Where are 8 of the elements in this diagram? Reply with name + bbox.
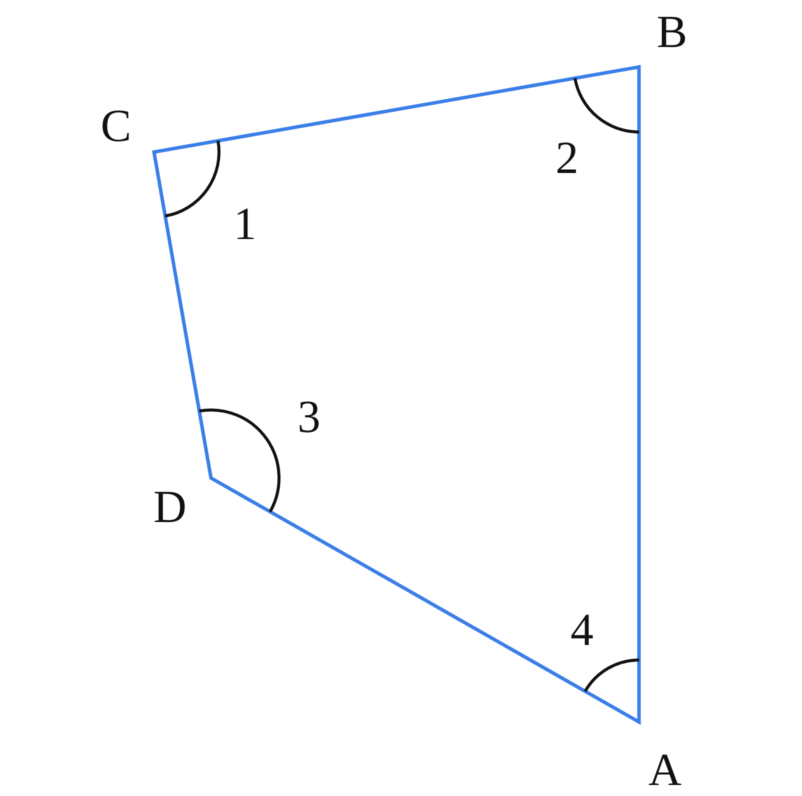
- vertex-label: C: [100, 103, 132, 149]
- angle-number: 4: [570, 607, 594, 653]
- vertex-label: B: [656, 9, 688, 55]
- angle-number: 1: [234, 201, 256, 247]
- vertex-label: A: [648, 747, 682, 793]
- angle-number: 3: [298, 394, 320, 440]
- angle-number: 2: [556, 135, 578, 181]
- vertex-label: D: [153, 484, 187, 530]
